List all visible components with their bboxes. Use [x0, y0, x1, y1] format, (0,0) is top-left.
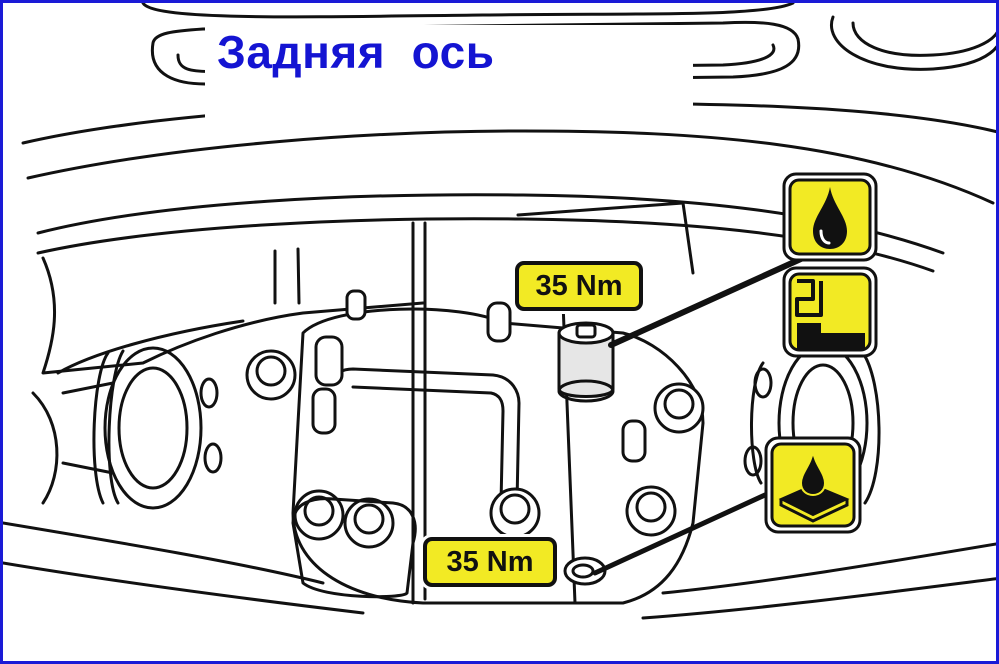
torque-label-lower: 35 Nm [423, 537, 557, 587]
diagram-title: Задняя ось [217, 26, 495, 78]
fill-level-icon [782, 266, 878, 358]
title-panel: Задняя ось [205, 25, 693, 129]
torque-label-upper: 35 Nm [515, 261, 643, 311]
oil-drop-icon [782, 172, 878, 262]
oil-drain-icon [764, 436, 862, 534]
